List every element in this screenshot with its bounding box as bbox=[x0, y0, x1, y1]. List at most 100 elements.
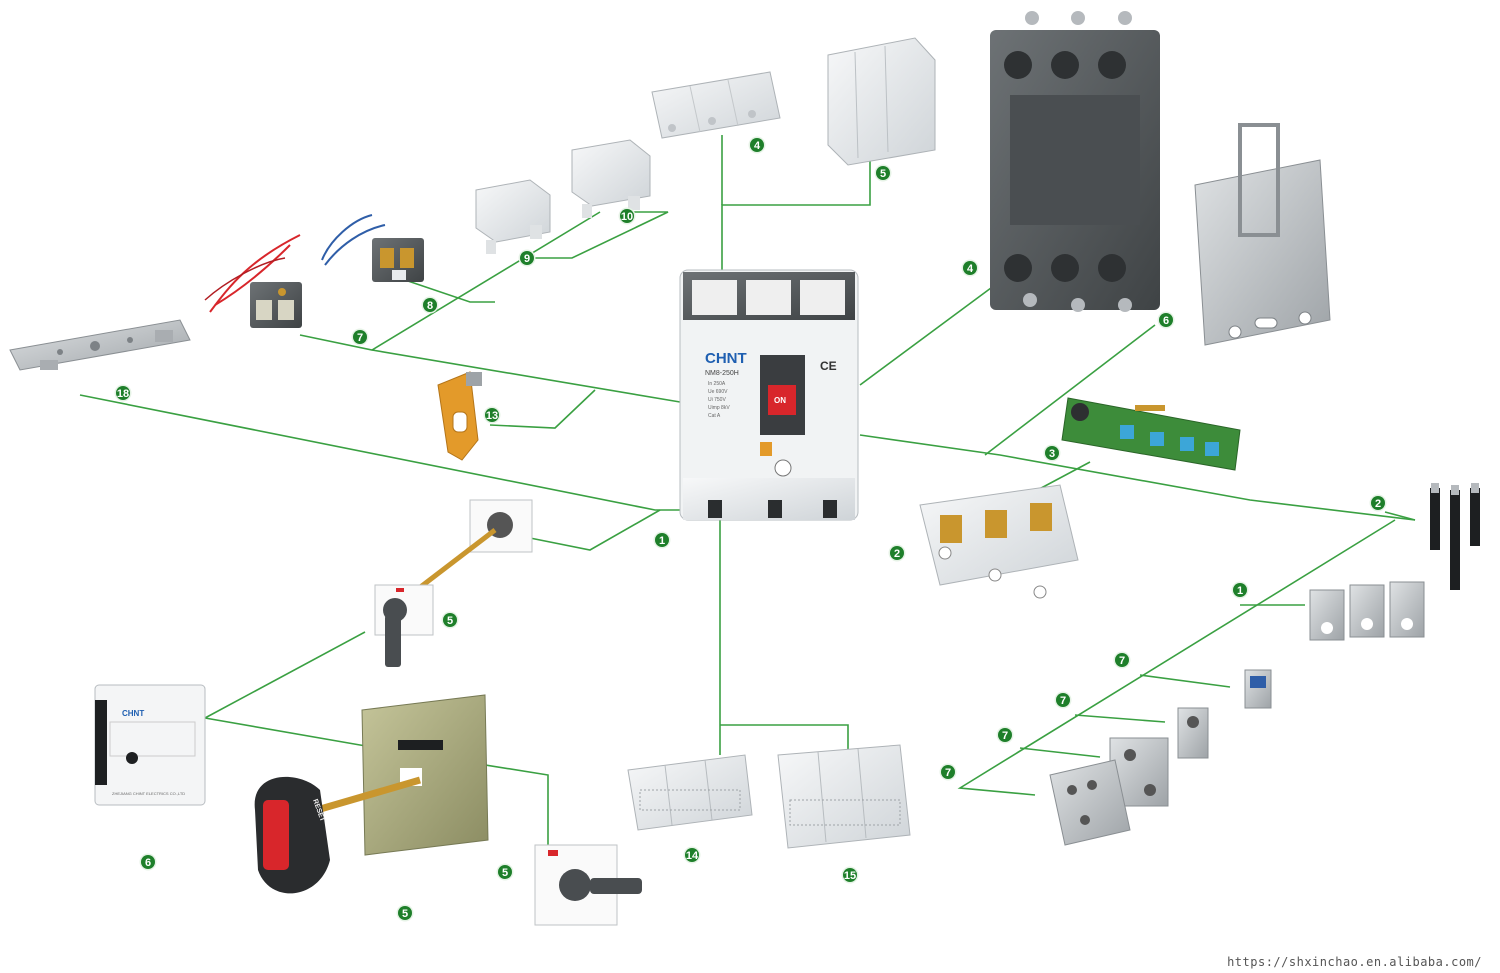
auxiliary-contact-9 bbox=[475, 179, 551, 254]
callout-badge-1-center: 1 bbox=[653, 531, 671, 549]
badge-dot bbox=[685, 848, 699, 862]
badge-dot bbox=[890, 546, 904, 560]
callout-badge-7-r1: 7 bbox=[1113, 651, 1131, 669]
callout-badge-18: 18 bbox=[114, 384, 132, 402]
badge-label: 5 bbox=[880, 168, 886, 180]
callout-badge-10: 10 bbox=[618, 207, 636, 225]
line-18 bbox=[79, 394, 690, 511]
line-7-r3 bbox=[1019, 747, 1101, 758]
circuit-breaker-main: CHNT NM8-250H In 250A Ue 690V Ui 750V Ui… bbox=[679, 269, 859, 521]
current-transformer-2 bbox=[919, 484, 1079, 599]
callout-badge-7-r2: 7 bbox=[1054, 691, 1072, 709]
callout-badge-7-left: 7 bbox=[351, 328, 369, 346]
callout-badge-14: 14 bbox=[683, 846, 701, 864]
connector-lines bbox=[79, 135, 1416, 848]
badge-label: 2 bbox=[1375, 498, 1381, 510]
line-8 bbox=[404, 279, 495, 303]
badge-label: 13 bbox=[486, 410, 498, 422]
badge-dot bbox=[998, 728, 1012, 742]
callout-badge-2-right: 2 bbox=[1369, 494, 1387, 512]
callout-badge-3: 3 bbox=[1043, 444, 1061, 462]
callout-badge-9: 9 bbox=[518, 249, 536, 267]
motor-footer: ZHEJIANG CHINT ELECTRICS CO.,LTD bbox=[112, 791, 185, 796]
badge-dot bbox=[485, 408, 499, 422]
motor-brand: CHNT bbox=[122, 709, 144, 718]
badge-dot bbox=[1371, 496, 1385, 510]
badge-dot bbox=[843, 868, 857, 882]
phase-barrier-bottom-15 bbox=[777, 744, 911, 849]
spec-line: Uimp 8kV bbox=[708, 405, 730, 411]
badge-label: 1 bbox=[659, 535, 665, 547]
motor-operator-6: CHNT ZHEJIANG CHINT ELECTRICS CO.,LTD bbox=[94, 684, 206, 806]
rotary-handle-direct-5 bbox=[534, 844, 642, 926]
badge-label: 6 bbox=[1163, 315, 1169, 327]
badge-label: 18 bbox=[117, 388, 129, 400]
badge-label: 8 bbox=[427, 300, 433, 312]
callout-badge-7-r4: 7 bbox=[939, 763, 957, 781]
badge-label: 1 bbox=[1237, 585, 1243, 597]
badge-dot bbox=[1159, 313, 1173, 327]
line-7-left bbox=[299, 211, 601, 351]
breaker-specs: In 250A Ue 690V Ui 750V Uimp 8kV Cat A bbox=[708, 381, 730, 419]
badge-dot bbox=[116, 386, 130, 400]
breaker-model: NM8-250H bbox=[705, 370, 739, 377]
badge-dot bbox=[1045, 446, 1059, 460]
callout-badge-5-top: 5 bbox=[874, 164, 892, 182]
plug-in-base-4 bbox=[990, 11, 1160, 312]
breaker-brand: CHNT bbox=[705, 350, 747, 367]
mounting-plate-6 bbox=[1194, 123, 1331, 346]
electronic-trip-unit-3 bbox=[1061, 397, 1241, 471]
callout-badge-5-bl2: 5 bbox=[396, 904, 414, 922]
undervoltage-release-8 bbox=[321, 214, 424, 282]
callout-badge-5-bl1: 5 bbox=[496, 863, 514, 881]
terminal-shield-bottom-14 bbox=[627, 754, 753, 831]
badge-label: 2 bbox=[894, 548, 900, 560]
badge-dot bbox=[498, 865, 512, 879]
badge-dot bbox=[620, 209, 634, 223]
line-to-breaker-top bbox=[371, 349, 681, 403]
badge-label: 4 bbox=[754, 140, 761, 152]
line-3 bbox=[859, 434, 1416, 521]
badge-dot bbox=[963, 261, 977, 275]
badge-dot bbox=[941, 765, 955, 779]
alarm-contact-10 bbox=[571, 139, 651, 218]
callout-badge-5-mid: 5 bbox=[441, 611, 459, 629]
phase-barrier-top-5 bbox=[827, 37, 936, 166]
badge-label: 3 bbox=[1049, 448, 1055, 460]
badge-dot bbox=[443, 613, 457, 627]
callout-badge-6-left: 6 bbox=[139, 853, 157, 871]
rotary-handle-extended-5 bbox=[374, 499, 533, 667]
badge-dot bbox=[655, 533, 669, 547]
badge-dot bbox=[353, 330, 367, 344]
line-5-mid bbox=[204, 631, 366, 719]
callout-badge-4-right: 4 bbox=[961, 259, 979, 277]
badge-label: 7 bbox=[1119, 655, 1125, 667]
padlock-device-13 bbox=[437, 371, 482, 461]
line-6-right bbox=[984, 324, 1156, 456]
badge-label: 7 bbox=[1002, 730, 1008, 742]
badge-label: 9 bbox=[524, 253, 530, 265]
source-watermark: https://shxinchao.en.alibaba.com/ bbox=[1227, 955, 1482, 969]
callout-badge-1-right: 1 bbox=[1231, 581, 1249, 599]
on-label: ON bbox=[774, 396, 786, 405]
callout-badge-8: 8 bbox=[421, 296, 439, 314]
badge-label: 15 bbox=[844, 870, 856, 882]
line-13 bbox=[489, 389, 596, 429]
spec-line: Cat A bbox=[708, 413, 721, 419]
callout-badge-13: 13 bbox=[483, 406, 501, 424]
badge-label: 7 bbox=[357, 332, 363, 344]
callout-badge-4-top: 4 bbox=[748, 136, 766, 154]
extension-bars-2 bbox=[1430, 483, 1480, 590]
badge-dot bbox=[1115, 653, 1129, 667]
spec-line: Ui 750V bbox=[708, 397, 726, 403]
shunt-release-7 bbox=[204, 234, 302, 328]
line-7-fan bbox=[957, 519, 1396, 796]
badge-label: 14 bbox=[686, 850, 699, 862]
line-1-center bbox=[529, 509, 661, 551]
badge-dot bbox=[398, 906, 412, 920]
line-7-r2 bbox=[1074, 714, 1166, 723]
badge-dot bbox=[520, 251, 534, 265]
badge-label: 5 bbox=[502, 867, 508, 879]
